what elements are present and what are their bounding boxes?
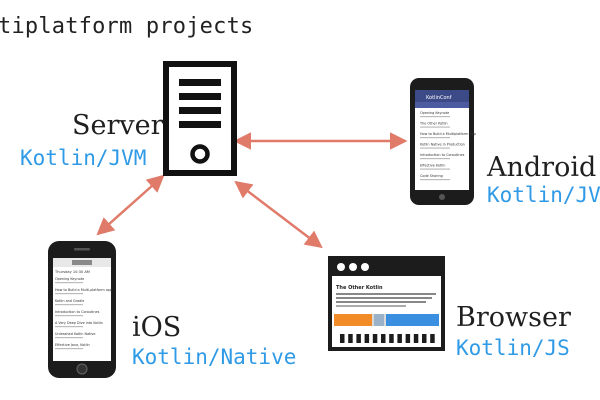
ios-platform-label: Kotlin/Native bbox=[132, 345, 297, 369]
android-session-item: Effective Kotlin bbox=[420, 164, 445, 168]
android-session-item: The Other Kotlin bbox=[419, 122, 448, 126]
ios-session-item: Effective Java, Kotlin bbox=[55, 343, 90, 347]
ios-session-subline bbox=[55, 293, 83, 295]
ios-session-subline bbox=[55, 315, 83, 317]
ios-session-subline bbox=[55, 326, 83, 328]
server-label: Server bbox=[72, 110, 164, 141]
ios-session-item: How to Build a Multi-platform app bbox=[55, 288, 112, 292]
ios-session-subline bbox=[55, 337, 83, 339]
android-session-subline bbox=[420, 126, 450, 128]
android-session-subline bbox=[420, 137, 450, 139]
arrow-server-ios bbox=[96, 174, 165, 236]
android-platform-label: Kotlin/JV bbox=[487, 183, 600, 207]
browser-footer-dash bbox=[397, 334, 402, 343]
ios-session-subline bbox=[55, 304, 83, 306]
ios-session-item: Unleashed Kotlin Native bbox=[55, 332, 96, 336]
browser-footer-dash bbox=[422, 334, 427, 343]
android-session-item: How to Build a Multiplatform App bbox=[420, 132, 476, 136]
android-session-item: Code Sharing bbox=[420, 174, 443, 178]
browser-page-heading: The Other Kotlin bbox=[336, 285, 383, 291]
browser-footer-dash bbox=[389, 334, 394, 343]
browser-footer-dash bbox=[372, 334, 378, 343]
browser-footer-dash bbox=[430, 334, 435, 343]
android-session-item: Kotlin Native in Production bbox=[420, 143, 465, 147]
android-session-subline bbox=[420, 147, 450, 149]
android-session-subline bbox=[420, 168, 450, 170]
browser-window-icon: The Other Kotlin bbox=[328, 256, 445, 351]
server-icon bbox=[163, 61, 237, 176]
browser-footer-dash bbox=[348, 334, 353, 343]
browser-footer-dashes bbox=[340, 334, 435, 343]
browser-footer-dash bbox=[413, 334, 419, 343]
diagram-title: tiplatform projects bbox=[0, 14, 254, 39]
android-session-subline bbox=[420, 158, 450, 160]
ios-session-subline bbox=[55, 348, 83, 350]
browser-footer-dash bbox=[364, 334, 370, 343]
android-session-subline bbox=[420, 116, 450, 118]
ios-label: iOS bbox=[132, 312, 182, 343]
arrow-server-browser bbox=[234, 180, 323, 249]
browser-footer-dash bbox=[381, 334, 386, 343]
android-session-item: Opening Keynote bbox=[420, 111, 449, 115]
browser-platform-label: Kotlin/JS bbox=[456, 336, 570, 360]
android-session-item: Introduction to Coroutines bbox=[420, 153, 465, 157]
ios-session-item: Introduction to Coroutines bbox=[55, 310, 100, 314]
ios-session-item: Opening Keynote bbox=[55, 277, 84, 281]
browser-label: Browser bbox=[456, 302, 571, 333]
android-session-subline bbox=[420, 179, 450, 181]
ios-screen-header: Thursday 10:30 AM bbox=[54, 270, 90, 274]
browser-footer-dash bbox=[356, 334, 361, 343]
ios-session-item: A Very Deep Dive into Kotlin bbox=[55, 321, 103, 325]
browser-footer-dash bbox=[405, 334, 411, 343]
ios-session-subline bbox=[55, 282, 83, 284]
android-label: Android bbox=[487, 152, 597, 183]
server-platform-label: Kotlin/JVM bbox=[20, 146, 147, 170]
android-app-title: KotlinConf bbox=[426, 95, 452, 101]
ios-session-item: Kotlin and Gradle bbox=[55, 299, 84, 303]
browser-footer-dash bbox=[340, 334, 345, 343]
